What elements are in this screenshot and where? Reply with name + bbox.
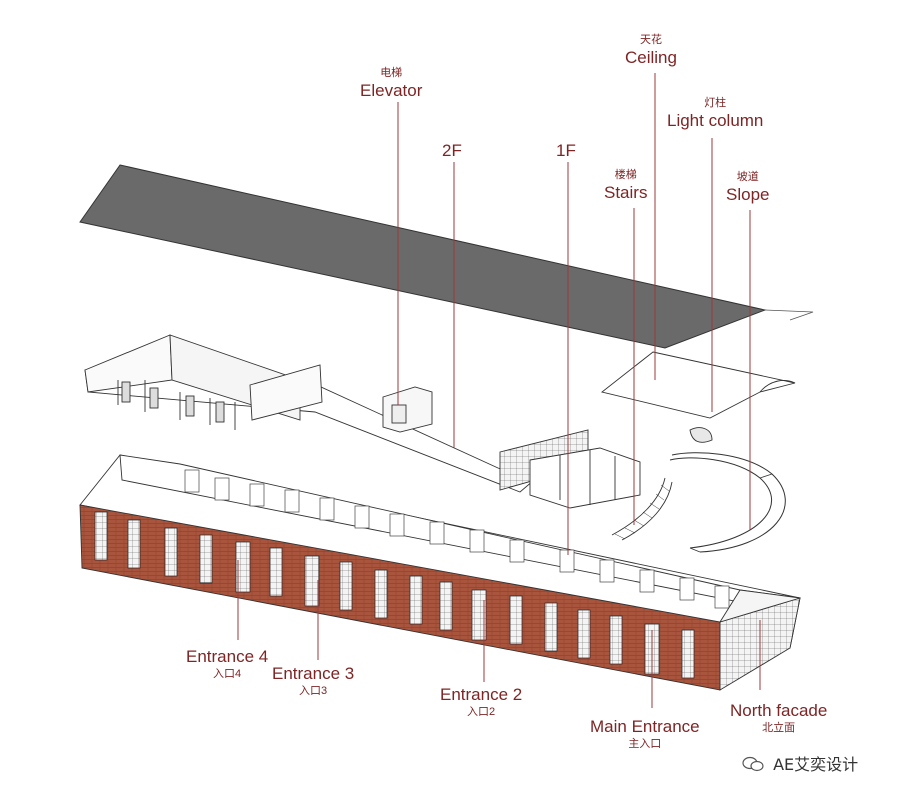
label-slope: 坡道 Slope xyxy=(726,171,770,204)
label-entrance-4: Entrance 4 入口4 xyxy=(186,648,268,680)
label-main-entrance-zh: 主入口 xyxy=(628,738,662,750)
wechat-icon xyxy=(742,756,764,772)
label-1f: 1F xyxy=(556,142,576,159)
label-slope-zh: 坡道 xyxy=(736,171,759,183)
label-2f-en: 2F xyxy=(442,141,462,160)
label-main-entrance-en: Main Entrance xyxy=(590,717,700,736)
label-entrance-3-en: Entrance 3 xyxy=(272,664,355,683)
ground-floor-block xyxy=(79,454,801,691)
label-stairs: 楼梯 Stairs xyxy=(604,169,648,202)
label-north-facade-zh: 北立面 xyxy=(762,722,796,734)
label-main-entrance: Main Entrance 主入口 xyxy=(590,718,700,750)
label-ceiling: 天花 Ceiling xyxy=(625,34,677,67)
label-ceiling-zh: 天花 xyxy=(639,34,662,46)
label-elevator-zh: 电梯 xyxy=(380,67,403,79)
label-slope-en: Slope xyxy=(726,185,770,204)
label-entrance-4-en: Entrance 4 xyxy=(186,647,269,666)
label-elevator-en: Elevator xyxy=(360,81,423,100)
watermark: AE艾奕设计 xyxy=(742,751,858,775)
ceiling-feature xyxy=(600,351,796,443)
label-light-column-en: Light column xyxy=(667,111,764,130)
label-elevator: 电梯 Elevator xyxy=(360,67,423,100)
label-north-facade: North facade 北立面 xyxy=(730,702,827,734)
watermark-text: AE艾奕设计 xyxy=(773,755,859,774)
label-stairs-zh: 楼梯 xyxy=(614,169,637,181)
stairs-and-slope xyxy=(611,452,786,553)
second-floor-plate xyxy=(84,334,641,509)
label-entrance-2-zh: 入口2 xyxy=(467,706,496,718)
label-entrance-2: Entrance 2 入口2 xyxy=(440,686,522,718)
label-entrance-3: Entrance 3 入口3 xyxy=(272,665,354,697)
roof-plane xyxy=(79,164,814,349)
leader-lines xyxy=(237,73,761,708)
label-entrance-2-en: Entrance 2 xyxy=(440,685,523,704)
label-entrance-4-zh: 入口4 xyxy=(213,668,242,680)
label-2f: 2F xyxy=(442,142,462,159)
label-light-column-zh: 灯柱 xyxy=(704,97,727,109)
label-ceiling-en: Ceiling xyxy=(625,48,677,67)
label-light-column: 灯柱 Light column xyxy=(667,97,764,130)
label-entrance-3-zh: 入口3 xyxy=(299,685,328,697)
label-stairs-en: Stairs xyxy=(604,183,648,202)
label-1f-en: 1F xyxy=(556,141,576,160)
label-north-facade-en: North facade xyxy=(730,701,828,720)
